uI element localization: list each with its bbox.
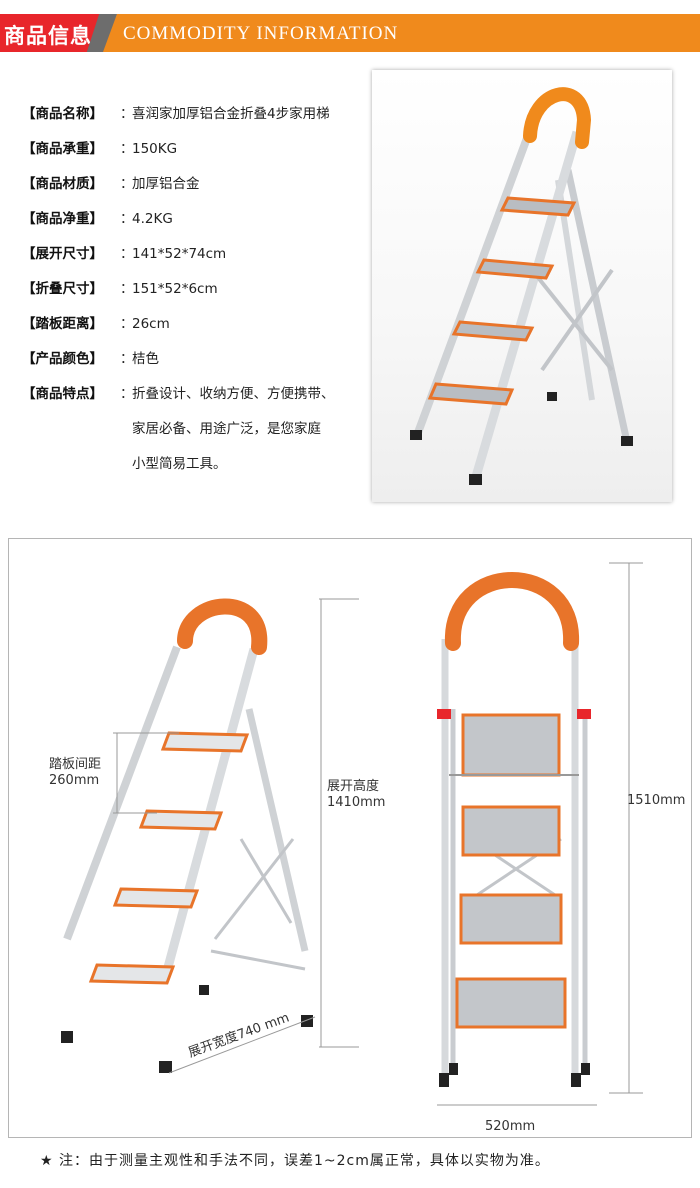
- info-row-material: 【商品材质】 ： 加厚铝合金: [22, 174, 367, 209]
- info-row-name: 【商品名称】 ： 喜润家加厚铝合金折叠4步家用梯: [22, 104, 367, 139]
- feature-line: 小型简易工具。: [132, 456, 227, 472]
- info-row-weight: 【商品净重】 ： 4.2KG: [22, 209, 367, 244]
- info-label: 【产品颜色】: [22, 351, 103, 367]
- side-view-ladder: [61, 598, 313, 1073]
- info-value: 151*52*6cm: [132, 281, 218, 297]
- step-spacing-value: 260mm: [49, 773, 100, 788]
- info-label: 【商品材质】: [22, 176, 103, 192]
- info-value: 加厚铝合金: [132, 176, 200, 192]
- info-label: 【商品名称】: [22, 106, 103, 122]
- info-separator: ：: [120, 246, 134, 262]
- open-height-label: 展开高度: [327, 779, 380, 794]
- info-row-folded-size: 【折叠尺寸】 ： 151*52*6cm: [22, 279, 367, 314]
- info-row-open-size: 【展开尺寸】 ： 141*52*74cm: [22, 244, 367, 279]
- info-row-color: 【产品颜色】 ： 桔色: [22, 349, 367, 384]
- info-separator: ：: [120, 106, 134, 122]
- info-label: 【商品承重】: [22, 141, 103, 157]
- open-height-value: 1410mm: [327, 795, 386, 810]
- total-height-label: 1510mm: [627, 793, 686, 808]
- product-info-list: 【商品名称】 ： 喜润家加厚铝合金折叠4步家用梯 【商品承重】 ： 150KG …: [22, 104, 367, 489]
- info-separator: ：: [120, 386, 134, 402]
- info-label: 【展开尺寸】: [22, 246, 103, 262]
- disclaimer-text: 注：由于测量主观性和手法不同，误差1~2cm属正常，具体以实物为准。: [59, 1153, 550, 1169]
- info-row-load: 【商品承重】 ： 150KG: [22, 139, 367, 174]
- info-label: 【商品特点】: [22, 386, 103, 402]
- header-title-cn: 商品信息: [4, 24, 92, 48]
- section-header: 商品信息 COMMODITY INFORMATION: [0, 8, 700, 52]
- info-value: 折叠设计、收纳方便、方便携带、 家居必备、用途广泛，是您家庭 小型简易工具。: [132, 384, 335, 489]
- header-title-en: COMMODITY INFORMATION: [123, 23, 399, 44]
- info-value: 喜润家加厚铝合金折叠4步家用梯: [132, 106, 330, 122]
- info-value: 26cm: [132, 316, 170, 332]
- dimension-panel: 踏板间距 260mm 展开高度 1410mm 展开宽度740 mm 1510mm…: [8, 538, 692, 1138]
- info-label: 【商品净重】: [22, 211, 103, 227]
- info-label: 【折叠尺寸】: [22, 281, 103, 297]
- info-separator: ：: [120, 176, 134, 192]
- info-separator: ：: [120, 351, 134, 367]
- disclaimer-note: ★ 注：由于测量主观性和手法不同，误差1~2cm属正常，具体以实物为准。: [40, 1150, 550, 1170]
- info-row-features: 【商品特点】 ： 折叠设计、收纳方便、方便携带、 家居必备、用途广泛，是您家庭 …: [22, 384, 367, 489]
- info-row-step-distance: 【踏板距离】 ： 26cm: [22, 314, 367, 349]
- step-spacing-label: 踏板间距: [49, 757, 102, 772]
- width-label: 520mm: [485, 1119, 536, 1134]
- info-value: 141*52*74cm: [132, 246, 227, 262]
- ladder-photo-illustration: [410, 87, 633, 485]
- info-separator: ：: [120, 211, 134, 227]
- feature-line: 家居必备、用途广泛，是您家庭: [132, 421, 321, 437]
- info-value: 150KG: [132, 141, 178, 157]
- info-value: 4.2KG: [132, 211, 173, 227]
- info-separator: ：: [120, 316, 134, 332]
- product-photo: [372, 70, 672, 502]
- info-label: 【踏板距离】: [22, 316, 103, 332]
- info-separator: ：: [120, 141, 134, 157]
- info-separator: ：: [120, 281, 134, 297]
- feature-line: 折叠设计、收纳方便、方便携带、: [132, 386, 335, 402]
- front-view-ladder: [437, 572, 591, 1087]
- star-icon: ★: [40, 1153, 54, 1169]
- header-orange-band: COMMODITY INFORMATION: [103, 14, 700, 52]
- ladder-dimension-drawing: [61, 562, 643, 1106]
- info-value: 桔色: [132, 351, 159, 367]
